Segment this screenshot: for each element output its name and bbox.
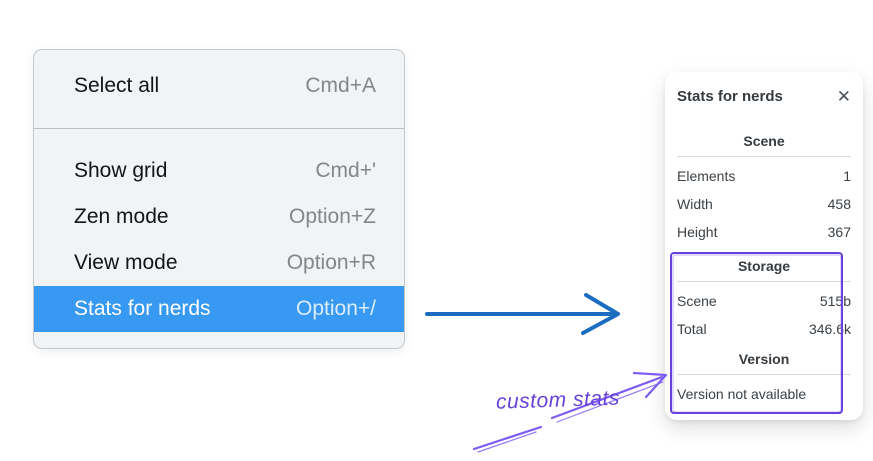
- section-title-storage: Storage: [737, 258, 791, 274]
- stat-row-height: Height 367: [677, 218, 851, 246]
- menu-item-shortcut: Cmd+A: [305, 74, 376, 97]
- menu-item-zen-mode[interactable]: Zen mode Option+Z: [34, 194, 404, 240]
- menu-item-select-all[interactable]: Select all Cmd+A: [34, 63, 404, 109]
- panel-title: Stats for nerds: [677, 87, 783, 105]
- stat-row-scene-size: Scene 515b: [677, 287, 851, 315]
- stat-value: 515b: [819, 293, 851, 309]
- menu-item-shortcut: Cmd+': [315, 159, 376, 182]
- stat-value: 458: [827, 196, 851, 212]
- menu-item-label: Zen mode: [74, 205, 169, 228]
- stat-value: 346.6k: [808, 321, 851, 337]
- section-title-version: Version: [738, 351, 790, 367]
- menu-item-show-grid[interactable]: Show grid Cmd+': [34, 148, 404, 194]
- section-divider: [677, 156, 851, 157]
- stat-label: Width: [677, 196, 713, 212]
- stats-panel: Stats for nerds ✕ Scene Elements 1 Width…: [665, 72, 863, 420]
- custom-stats-arrow-tail: [472, 425, 543, 451]
- stat-label: Total: [677, 321, 707, 337]
- menu-item-shortcut: Option+Z: [289, 205, 376, 228]
- menu-item-label: Stats for nerds: [74, 297, 211, 320]
- stat-row-width: Width 458: [677, 190, 851, 218]
- stat-value: 1: [843, 168, 851, 184]
- menu-item-shortcut: Option+R: [286, 251, 376, 274]
- menu-item-shortcut: Option+/: [296, 297, 376, 320]
- section-divider: [677, 281, 851, 282]
- stat-row-elements: Elements 1: [677, 162, 851, 190]
- custom-stats-note: custom stats: [495, 386, 621, 414]
- stat-label: Elements: [677, 168, 736, 184]
- section-title-scene: Scene: [743, 133, 785, 149]
- section-divider: [677, 374, 851, 375]
- menu-divider: [34, 128, 404, 129]
- stats-panel-header: Stats for nerds ✕: [677, 85, 851, 107]
- menu-item-label: View mode: [74, 251, 178, 274]
- menu-item-label: Show grid: [74, 159, 168, 182]
- stat-value: 367: [827, 224, 851, 240]
- custom-stats-arrow-tail-sketch: [477, 431, 537, 453]
- menu-item-view-mode[interactable]: View mode Option+R: [34, 240, 404, 286]
- stat-label: Scene: [677, 293, 717, 309]
- version-note: Version not available: [677, 386, 807, 402]
- stat-row-total-size: Total 346.6k: [677, 315, 851, 343]
- context-menu: Select all Cmd+A Show grid Cmd+' Zen mod…: [33, 49, 405, 349]
- stat-label: Height: [677, 224, 718, 240]
- close-icon[interactable]: ✕: [836, 86, 851, 106]
- blue-arrow-head: [581, 293, 620, 335]
- menu-item-stats-for-nerds[interactable]: Stats for nerds Option+/: [34, 286, 404, 332]
- menu-item-label: Select all: [74, 74, 160, 97]
